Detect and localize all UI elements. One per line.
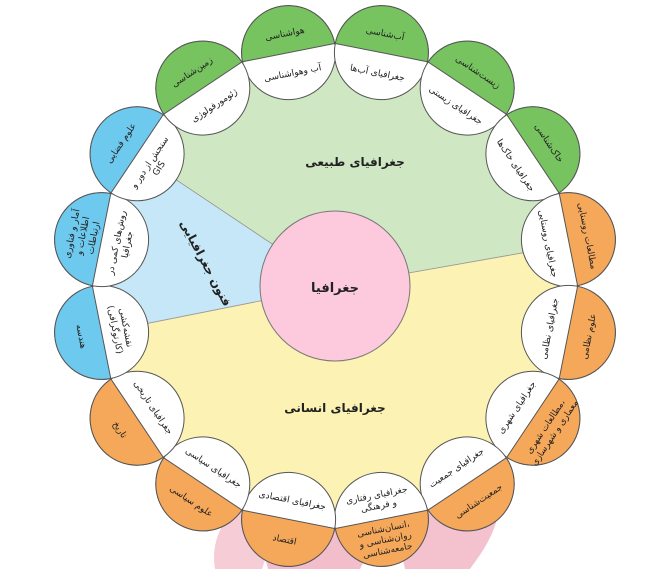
node-outer-half <box>241 5 336 63</box>
node-outer-half <box>155 457 243 532</box>
center-circle <box>259 210 411 362</box>
node-outer-half <box>427 40 515 115</box>
node-outer-half <box>54 192 112 287</box>
node-outer-half <box>506 378 581 466</box>
node-outer-half <box>155 40 243 115</box>
node-outer-half <box>54 285 112 380</box>
sector-label-human: جغرافیای انسانی <box>284 401 385 415</box>
node-outer-half <box>89 378 164 466</box>
sector-label-physical: جغرافیای طبیعی <box>305 155 404 169</box>
node-outer-label: اقتصاد <box>272 533 298 548</box>
node-outer-half <box>334 5 429 63</box>
node-outer-half <box>558 285 616 380</box>
node-outer-half <box>241 509 336 567</box>
node-outer-half <box>334 509 429 567</box>
node-outer-half <box>427 457 515 532</box>
node-outer-half <box>89 106 164 194</box>
node-outer-label: هندسه <box>73 324 88 350</box>
node-outer-half <box>558 192 616 287</box>
center-label: جغرافیا <box>311 281 359 296</box>
node-human: انسان‌شناسی،روان‌شناسی وجامعه‌شناسیجغراف… <box>333 471 429 567</box>
node-outer-half <box>506 106 581 194</box>
